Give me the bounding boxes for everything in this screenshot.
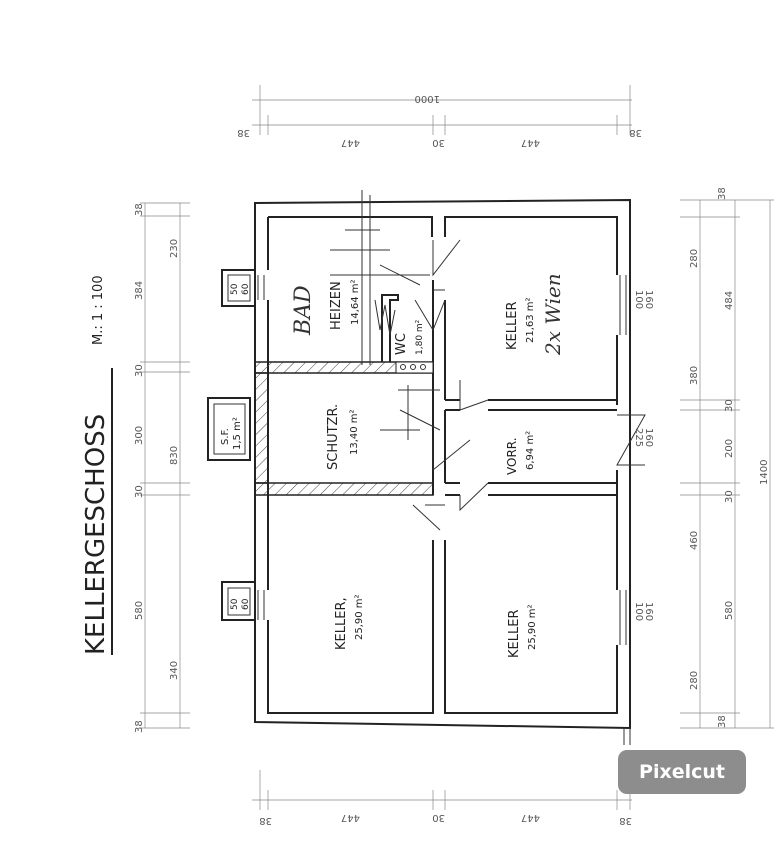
dim-left-outer-3: 300 bbox=[134, 426, 145, 445]
room-keller-3-name: KELLER bbox=[507, 610, 522, 658]
plan-title: KELLERGESCHOSS bbox=[81, 414, 111, 655]
room-wc-area: 1,80 m² bbox=[415, 319, 425, 355]
dim-top-total: 1000 bbox=[415, 93, 440, 104]
room-wc-name: WC bbox=[394, 333, 409, 355]
door-mark-160: 160 bbox=[643, 428, 654, 447]
shelter-walls bbox=[254, 361, 434, 496]
window-mark-100: 100 bbox=[633, 290, 644, 309]
wc-wall bbox=[381, 294, 399, 362]
doors bbox=[412, 239, 646, 531]
dim-left-outer-1: 384 bbox=[134, 281, 145, 300]
walls bbox=[254, 198, 631, 745]
dim-left-outer-5: 580 bbox=[134, 601, 145, 620]
room-vorr-name: VORR. bbox=[505, 437, 519, 475]
dim-bottom-2: 30 bbox=[432, 812, 445, 823]
lightwell-60-top: 60 bbox=[241, 283, 251, 295]
room-labels: HEIZEN 14,64 m² WC 1,80 m² KELLER 21,63 … bbox=[326, 279, 538, 658]
handwritten-bad: BAD bbox=[291, 285, 316, 336]
dim-bottom-3: 447 bbox=[521, 812, 540, 823]
dim-right-inner-0: 280 bbox=[689, 249, 700, 268]
dim-top-2: 30 bbox=[432, 137, 445, 148]
lightwell-60-bottom: 60 bbox=[241, 598, 251, 610]
dim-left-outer-2: 30 bbox=[134, 364, 145, 377]
pixelcut-watermark: Pixelcut bbox=[618, 750, 746, 794]
handwritten-scribbles bbox=[330, 190, 441, 440]
dim-right-total: 1400 bbox=[759, 460, 770, 485]
dim-right-outer-4: 30 bbox=[724, 490, 735, 503]
lightwell-50-bottom: 50 bbox=[230, 598, 240, 610]
handwritten-wien: 2x Wien bbox=[541, 273, 565, 356]
dim-left-inner-1: 830 bbox=[169, 446, 180, 465]
room-keller-2-area: 25,90 m² bbox=[354, 594, 365, 640]
dim-left-outer-6: 38 bbox=[134, 720, 145, 733]
window-mark-160: 160 bbox=[643, 290, 654, 309]
window-mark-100: 100 bbox=[633, 602, 644, 621]
dim-top-0: 38 bbox=[237, 127, 250, 138]
room-schutz-area: 13,40 m² bbox=[349, 409, 360, 455]
dim-right-outer-5: 580 bbox=[724, 601, 735, 620]
dim-right-outer-2: 30 bbox=[724, 399, 735, 412]
room-keller-1-area: 21,63 m² bbox=[525, 297, 536, 343]
dim-right-inner-1: 380 bbox=[689, 366, 700, 385]
lightwell-sf: S.F. bbox=[220, 428, 231, 445]
window-mark-160: 160 bbox=[643, 602, 654, 621]
room-heizen-area: 14,64 m² bbox=[350, 279, 361, 325]
room-vorr-area: 6,94 m² bbox=[525, 431, 536, 470]
lightwell-area: 1,5 m² bbox=[232, 417, 243, 450]
plan-scale: M.: 1 : 100 bbox=[91, 275, 106, 345]
lightwell-50-top: 50 bbox=[230, 283, 240, 295]
dim-right-outer-6: 38 bbox=[717, 715, 728, 728]
dim-right-outer-0: 38 bbox=[717, 187, 728, 200]
dim-left-outer-4: 30 bbox=[134, 485, 145, 498]
room-keller-1-name: KELLER bbox=[505, 302, 520, 350]
dim-top-3: 447 bbox=[521, 137, 540, 148]
dim-right-inner-2: 460 bbox=[689, 531, 700, 550]
dim-bottom-1: 447 bbox=[341, 812, 360, 823]
dim-right-outer-3: 200 bbox=[724, 439, 735, 458]
windows bbox=[207, 269, 627, 645]
room-keller-3-area: 25,90 m² bbox=[527, 604, 538, 650]
dim-left-inner-0: 230 bbox=[169, 239, 180, 258]
dim-top-1: 447 bbox=[341, 137, 360, 148]
dim-right-inner-3: 280 bbox=[689, 671, 700, 690]
room-schutz-name: SCHUTZR. bbox=[326, 404, 341, 470]
dim-left-inner-2: 340 bbox=[169, 661, 180, 680]
dim-bottom-0: 38 bbox=[259, 815, 272, 826]
dim-left-outer-0: 38 bbox=[134, 203, 145, 216]
room-keller-2-name: KELLER, bbox=[334, 597, 349, 650]
door-mark-225: 225 bbox=[633, 428, 644, 447]
dim-bottom-4: 38 bbox=[619, 815, 632, 826]
room-heizen-name: HEIZEN bbox=[329, 281, 344, 330]
dim-right-outer-1: 484 bbox=[724, 291, 735, 310]
dim-top-4: 38 bbox=[629, 127, 642, 138]
dimension-lines bbox=[140, 85, 774, 810]
